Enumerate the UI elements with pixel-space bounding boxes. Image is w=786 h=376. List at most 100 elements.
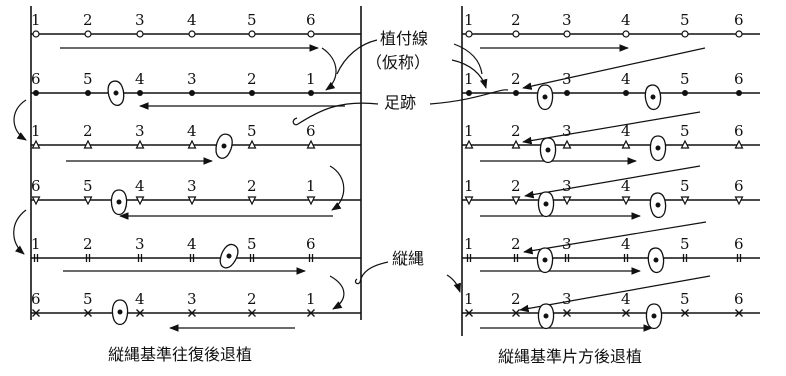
right-plant-mark [513,90,519,96]
diagonal-arrow [525,166,700,196]
left-plant-number: 1 [306,70,316,88]
left-plant-number: 5 [83,177,93,195]
turn-arrow [14,210,26,254]
left-plant-number: 5 [83,70,93,88]
right-caption: 縦縄基準片方後退植 [498,347,642,366]
left-plant-number: 1 [306,177,316,195]
left-plant-number: 6 [306,122,316,140]
left-plant-number: 6 [306,11,316,29]
turn-arrow [330,276,344,309]
right-plant-number: 2 [511,11,521,29]
left-plant-number: 4 [135,290,145,308]
right-plant-number: 5 [680,122,690,140]
right-plant-number: 4 [621,290,631,308]
planting-line-label: 植付線 （仮称） [366,29,430,72]
planting-line-label-2: （仮称） [366,53,430,72]
left-plant-number: 5 [83,290,93,308]
right-plant-number: 4 [621,235,631,253]
string-pointer-arrow [447,275,460,292]
footprint-icon [112,300,127,325]
right-plant-number: 2 [511,177,521,195]
left-plant-number: 6 [31,70,41,88]
left-plant-number: 2 [83,122,93,140]
left-plant-number: 4 [135,70,145,88]
footprint-icon [649,192,666,218]
diagonal-arrow [524,222,706,252]
footprint-icon [537,85,552,110]
right-plant-number: 4 [621,11,631,29]
footprint-icon [647,247,664,273]
right-plant-number: 2 [511,290,521,308]
right-plant-mark [513,31,519,37]
left-plant-mark [249,90,255,96]
turn-arrow [330,166,344,210]
right-plant-number: 4 [621,70,631,88]
turn-arrow [14,100,26,140]
left-plant-number: 6 [31,290,41,308]
right-plant-number: 5 [680,11,690,29]
right-plant-number: 5 [680,290,690,308]
left-plant-mark [33,90,39,96]
footprint-icon [538,192,553,217]
left-plant-number: 3 [187,177,197,195]
footprint-icon [650,136,665,161]
left-plant-number: 1 [31,122,41,140]
left-plant-mark [189,90,195,96]
left-plant-number: 3 [135,11,145,29]
right-plant-number: 3 [562,290,572,308]
left-plant-mark [308,31,314,37]
left-plant-number: 2 [83,11,93,29]
right-plant-mark [564,90,570,96]
right-plant-mark [466,90,472,96]
footprint-icon [111,190,126,215]
right-plant-number: 1 [464,235,474,253]
right-plant-mark [466,31,472,37]
right-plant-number: 6 [734,122,744,140]
footprint-icon [540,138,555,163]
right-plant-number: 5 [680,70,690,88]
right-plant-number: 5 [680,177,690,195]
footprint-label: 足跡 [384,93,416,112]
left-plant-number: 4 [187,11,197,29]
left-plant-mark [249,31,255,37]
left-plant-number: 4 [135,177,145,195]
right-plant-number: 3 [562,122,572,140]
left-plant-number: 4 [187,122,197,140]
right-plant-number: 6 [734,11,744,29]
right-plant-number: 6 [734,70,744,88]
footprint-icon [644,84,661,110]
left-plant-mark [33,31,39,37]
left-plant-mark [85,90,91,96]
footprint-icon [537,248,552,273]
right-plant-number: 6 [734,177,744,195]
right-plant-number: 5 [680,235,690,253]
right-plant-number: 2 [511,235,521,253]
left-plant-number: 5 [247,122,257,140]
footprint-icon [213,132,234,160]
right-plant-number: 2 [511,70,521,88]
turn-arrow [322,48,336,90]
right-plant-mark [736,31,742,37]
right-plant-number: 1 [464,70,474,88]
diagonal-arrow [523,48,705,88]
left-plant-number: 3 [135,122,145,140]
right-plant-number: 3 [562,177,572,195]
left-plant-mark [308,90,314,96]
right-plant-number: 1 [464,11,474,29]
right-plant-mark [682,31,688,37]
left-plant-number: 5 [247,235,257,253]
footprint-icon [106,80,125,107]
right-plant-mark [736,90,742,96]
right-plant-mark [623,31,629,37]
left-plant-number: 3 [187,70,197,88]
right-plant-number: 3 [562,11,572,29]
right-plant-mark [564,31,570,37]
left-plant-number: 2 [83,235,93,253]
left-plant-number: 2 [247,177,257,195]
planting-line-label-1: 植付線 [380,29,428,48]
left-plant-number: 1 [31,235,41,253]
left-panel [31,6,361,320]
right-plant-number: 2 [511,122,521,140]
left-plant-number: 6 [31,177,41,195]
